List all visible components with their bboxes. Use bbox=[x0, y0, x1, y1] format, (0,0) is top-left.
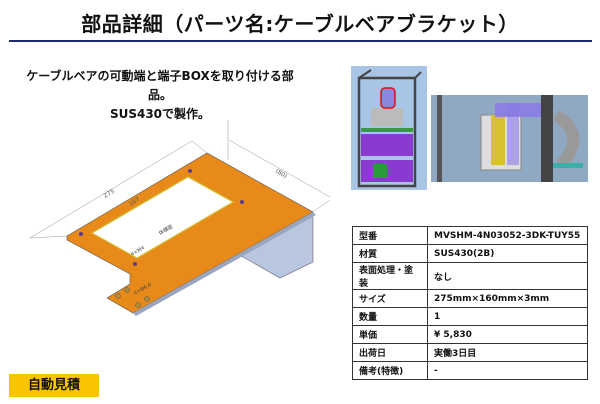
spec-value: MVSHM-4N03052-3DK-TUY55 bbox=[427, 226, 588, 245]
dim-length-label: 275 bbox=[103, 188, 117, 200]
dim-hole-label: 167 bbox=[128, 196, 142, 208]
dimension-lines bbox=[29, 120, 331, 239]
detail-closeup-image bbox=[431, 95, 588, 182]
machine-overview-image bbox=[351, 66, 427, 190]
spec-value: なし bbox=[427, 262, 588, 290]
spec-key: 材質 bbox=[352, 244, 428, 263]
table-row: 備考(特徴)- bbox=[352, 361, 588, 380]
description-line-2: SUS430で製作。 bbox=[109, 107, 211, 121]
spec-value: 実働3日目 bbox=[427, 343, 588, 362]
highlight-circle bbox=[380, 87, 396, 109]
spec-value: - bbox=[427, 361, 588, 380]
spec-value: 275mm×160mm×3mm bbox=[427, 289, 588, 308]
plate-edge bbox=[133, 212, 316, 316]
spec-key: 単価 bbox=[352, 325, 428, 344]
part-description: ケーブルベアの可動端と端子BOXを取り付ける部品。 SUS430で製作。 bbox=[20, 67, 300, 124]
spec-key: 型番 bbox=[352, 226, 428, 245]
table-row: 単価¥ 5,830 bbox=[352, 325, 588, 344]
title-divider bbox=[9, 40, 592, 42]
spec-key: 表面処理・塗装 bbox=[352, 262, 428, 290]
mounting-holes-6-6 bbox=[115, 287, 150, 308]
plate-cutout bbox=[90, 176, 235, 259]
auto-quote-badge[interactable]: 自動見積 bbox=[9, 374, 99, 397]
m4-holes bbox=[79, 169, 244, 266]
part-3d-drawing: 275 (80) 167 4×M4 体積面 4×Φ6.6 bbox=[29, 120, 331, 316]
spec-value: SUS430(2B) bbox=[427, 244, 588, 263]
spec-value: ¥ 5,830 bbox=[427, 325, 588, 344]
detail-illustration bbox=[437, 95, 583, 182]
spec-key: 数量 bbox=[352, 307, 428, 326]
description-line-1: ケーブルベアの可動端と端子BOXを取り付ける部品。 bbox=[26, 69, 294, 102]
table-row: 表面処理・塗装なし bbox=[352, 262, 588, 290]
spec-key: サイズ bbox=[352, 289, 428, 308]
page-title: 部品詳細（パーツ名:ケーブルベアブラケット） bbox=[81, 12, 519, 36]
spec-key: 出荷日 bbox=[352, 343, 428, 362]
dim-width-label: (80) bbox=[274, 168, 288, 180]
table-row: 出荷日実働3日目 bbox=[352, 343, 588, 362]
spec-key: 備考(特徴) bbox=[352, 361, 428, 380]
machine-frame-illustration bbox=[357, 69, 422, 188]
spec-value: 1 bbox=[427, 307, 588, 326]
plate bbox=[66, 152, 314, 314]
